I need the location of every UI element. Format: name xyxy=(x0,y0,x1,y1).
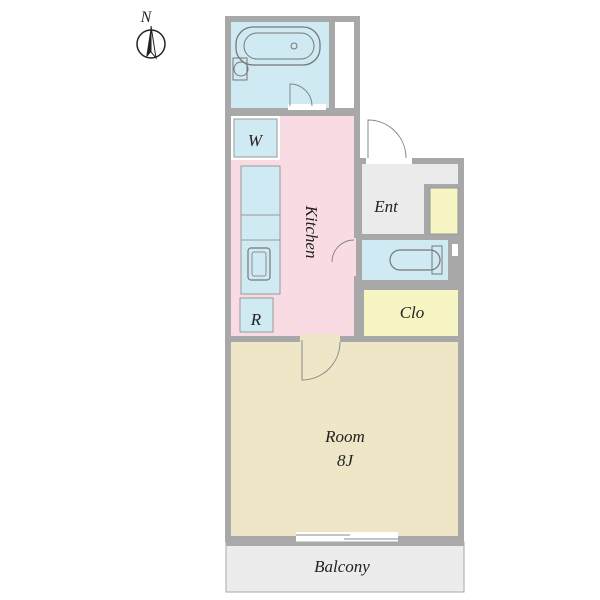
entrance-label: Ent xyxy=(373,197,399,216)
closet: Clo xyxy=(356,284,464,344)
toilet-icon xyxy=(389,245,443,275)
bathroom xyxy=(225,16,360,116)
washer-label: W xyxy=(248,131,264,150)
toilet xyxy=(362,240,458,280)
kitchen: W R Kitchen xyxy=(225,110,364,344)
kitchen-label: Kitchen xyxy=(302,205,321,259)
washbasin-icon xyxy=(232,57,249,81)
compass-label: N xyxy=(140,9,153,26)
bathtub-icon xyxy=(235,26,321,66)
room-label: Room xyxy=(324,427,365,446)
main-room: Room 8J xyxy=(225,334,464,542)
refrigerator-label: R xyxy=(250,310,262,329)
kitchen-sink-icon xyxy=(247,247,271,281)
closet-label: Clo xyxy=(400,303,425,322)
balcony: Balcony xyxy=(225,541,465,593)
balcony-label: Balcony xyxy=(314,557,370,576)
compass: N xyxy=(136,9,166,60)
room-size-label: 8J xyxy=(337,451,355,470)
north-arrow-icon xyxy=(136,25,166,60)
